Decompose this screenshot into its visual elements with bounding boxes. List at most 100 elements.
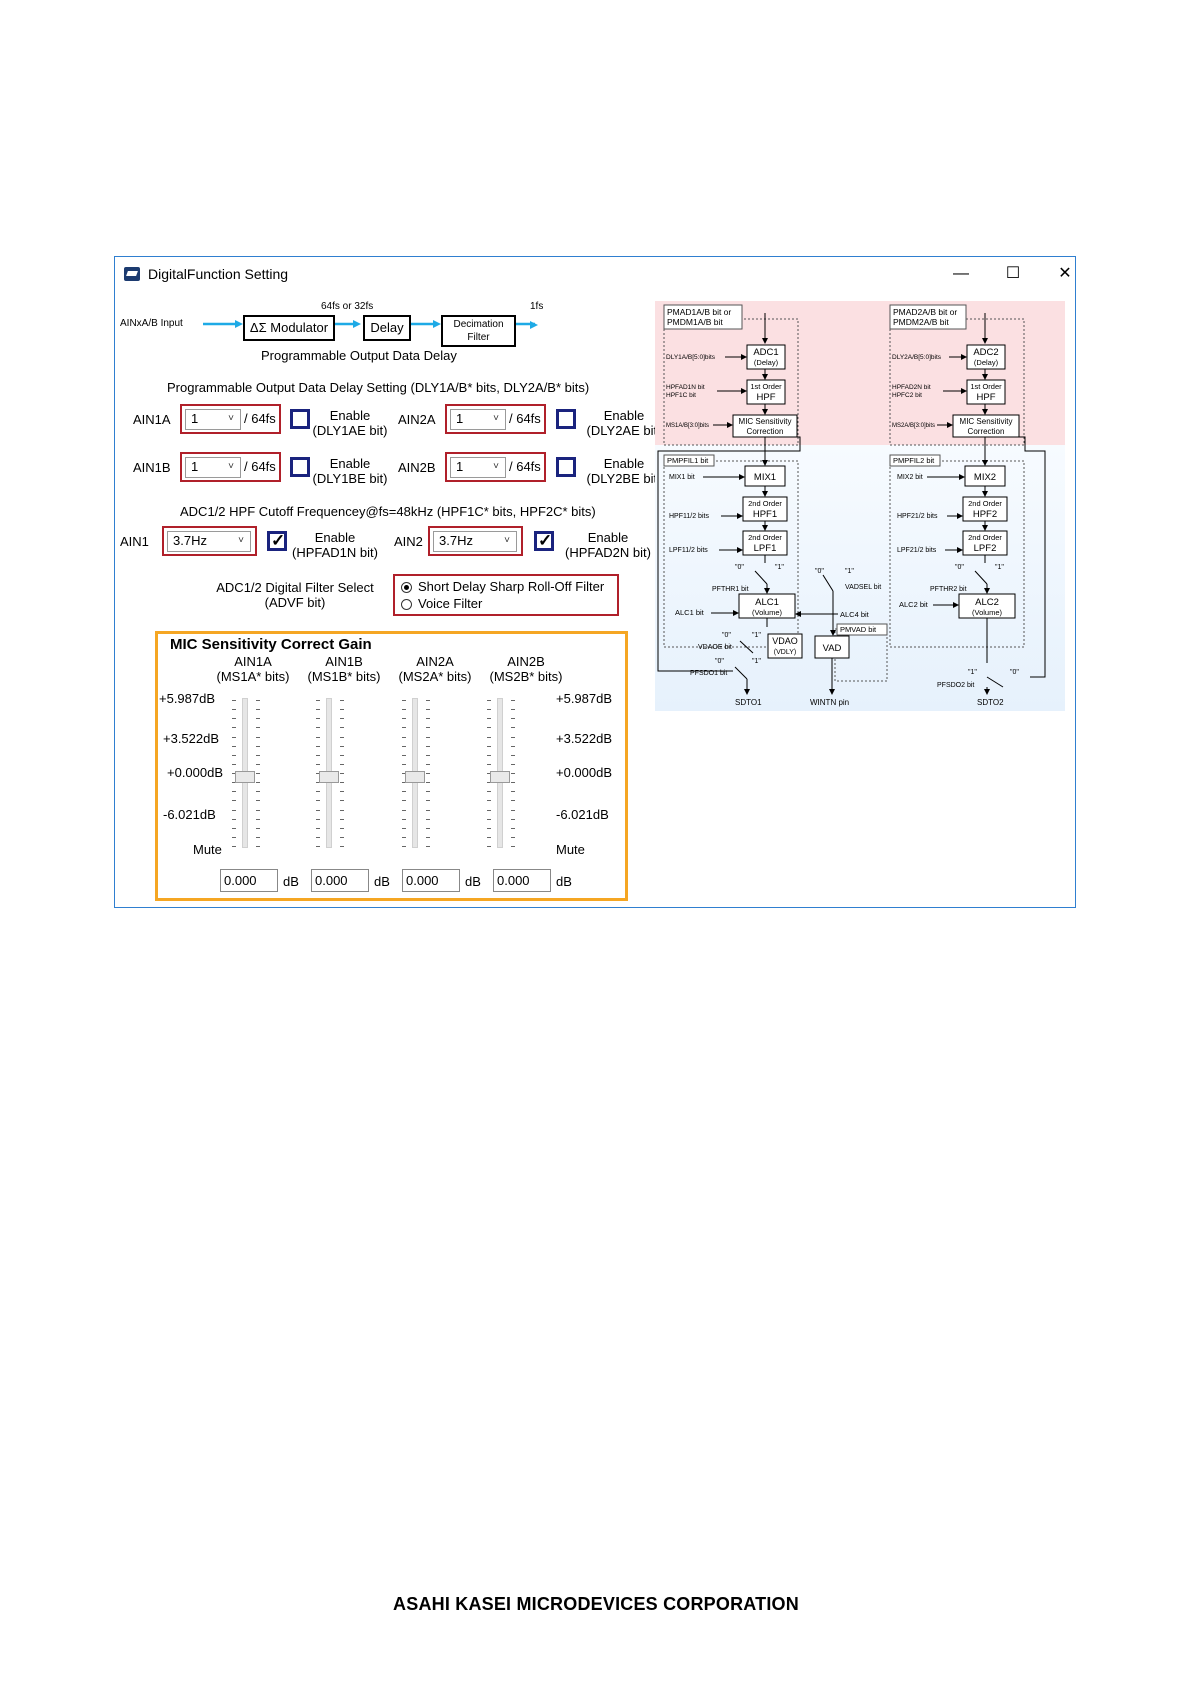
slider-tick [511, 846, 515, 847]
slider-tick [511, 764, 515, 765]
hpf-ain2-select[interactable]: 3.7Hz˅ [433, 531, 517, 552]
slider-tick [511, 828, 515, 829]
left-vdao-switch-1: "1" [752, 632, 761, 639]
gain-slider-thumb[interactable] [405, 771, 425, 783]
slider-tick [340, 727, 344, 728]
left-chain: PMAD1A/B bit or PMDM1A/B bit DLY1A/B[5:0… [657, 304, 803, 707]
ain1a-delay-select[interactable]: 1˅ [185, 409, 241, 430]
slider-tick [340, 810, 344, 811]
gain-slider-thumb[interactable] [235, 771, 255, 783]
slider-tick [426, 709, 430, 710]
slider-tick [487, 700, 491, 701]
block-diagram: PMAD1A/B bit or PMDM1A/B bit DLY1A/B[5:0… [655, 301, 1065, 711]
ch4-header: AIN2B(MS2B* bits) [483, 654, 569, 684]
radio-selected-icon [401, 582, 412, 594]
close-button[interactable]: ✕ [1058, 265, 1072, 282]
dly1be-bit-text: (DLY1BE bit) [312, 471, 388, 486]
mic-gain-title: MIC Sensitivity Correct Gain [170, 636, 372, 653]
ch2-gain-input[interactable]: 0.000 [311, 869, 369, 892]
scale-left-0000: +0.000dB [167, 765, 224, 780]
right-pm-1: PMAD2A/B bit or [893, 307, 957, 317]
ch1-gain-input[interactable]: 0.000 [220, 869, 278, 892]
hpf-ain2-label: AIN2 [394, 534, 423, 549]
left-vdao-switch-0: "0" [722, 632, 731, 639]
slider-tick [426, 718, 430, 719]
hpfad1n-checkbox[interactable] [267, 531, 287, 551]
slider-tick [402, 773, 406, 774]
dly2ae-checkbox[interactable] [556, 409, 576, 429]
ain2a-delay-unit: / 64fs [509, 411, 541, 426]
slider-tick [316, 737, 320, 738]
minimize-button[interactable]: — [953, 265, 969, 282]
dly2ae-bit-text: (DLY2AE bit) [586, 423, 662, 438]
left-hpf-2: HPF [757, 392, 776, 403]
hpfad2n-checkbox[interactable] [534, 531, 554, 551]
right-hpf-bits-2: HPFC2 bit [892, 392, 922, 399]
ch1-name: AIN1A [234, 654, 272, 669]
slider-tick [426, 737, 430, 738]
slider-tick [340, 800, 344, 801]
slider-tick [426, 700, 430, 701]
hpf-ain1-select[interactable]: 3.7Hz˅ [167, 531, 251, 552]
vadsel-label: VADSEL bit [845, 584, 881, 591]
vad-block: VAD [823, 643, 842, 654]
ch4-gain-input[interactable]: 0.000 [493, 869, 551, 892]
slider-tick [232, 718, 236, 719]
filter-select-label-line2: (ADVF bit) [264, 595, 326, 610]
slider-tick [487, 846, 491, 847]
slider-tick [487, 791, 491, 792]
scale-right-3522: +3.522dB [556, 731, 613, 746]
right-hpf2-2: HPF2 [973, 509, 997, 520]
maximize-button[interactable]: ☐ [1005, 265, 1021, 282]
dly2be-checkbox[interactable] [556, 457, 576, 477]
dly1ae-checkbox[interactable] [290, 409, 310, 429]
slider-tick [402, 700, 406, 701]
modulator-block: ΔΣ Modulator [243, 315, 335, 341]
slider-tick [256, 700, 260, 701]
slider-tick [316, 791, 320, 792]
left-lpf-1: 2nd Order [748, 533, 782, 542]
slider-tick [511, 837, 515, 838]
slider-tick [316, 846, 320, 847]
slider-tick [402, 837, 406, 838]
hpf-heading: ADC1/2 HPF Cutoff Frequencey@fs=48kHz (H… [180, 504, 596, 519]
right-alc-2: (Volume) [972, 608, 1003, 617]
ain2a-delay-select[interactable]: 1˅ [450, 409, 506, 430]
slider-tick [487, 746, 491, 747]
slider-tick [487, 737, 491, 738]
dly1be-checkbox[interactable] [290, 457, 310, 477]
filter-option-short-delay[interactable]: Short Delay Sharp Roll-Off Filter [401, 579, 604, 594]
slider-tick [232, 782, 236, 783]
dly1ae-enable-text: Enable [329, 408, 371, 423]
signal-chain-arrows [203, 320, 535, 328]
chain-caption: Programmable Output Data Delay [261, 348, 457, 363]
filter-option-voice[interactable]: Voice Filter [401, 596, 482, 611]
gain-slider-thumb[interactable] [490, 771, 510, 783]
ain1b-delay-select[interactable]: 1˅ [185, 457, 241, 478]
left-hpf2-2: HPF1 [753, 509, 777, 520]
slider-tick [402, 746, 406, 747]
slider-tick [316, 746, 320, 747]
slider-tick [232, 800, 236, 801]
slider-tick [340, 773, 344, 774]
slider-tick [232, 700, 236, 701]
dly2be-enable-text: Enable [603, 456, 645, 471]
alc4-label: ALC4 bit [840, 610, 870, 619]
ain2b-delay-select[interactable]: 1˅ [450, 457, 506, 478]
slider-tick [426, 837, 430, 838]
scale-left-6021: -6.021dB [163, 807, 216, 822]
right-pfsdo: PFSDO2 bit [937, 682, 974, 689]
slider-tick [402, 718, 406, 719]
slider-tick [256, 718, 260, 719]
ain1b-delay-unit: / 64fs [244, 459, 276, 474]
gain-slider-thumb[interactable] [319, 771, 339, 783]
ch2-bits: (MS1B* bits) [307, 669, 381, 684]
scale-left-mute: Mute [193, 842, 222, 857]
slider-tick [426, 764, 430, 765]
slider-tick [340, 709, 344, 710]
slider-tick [426, 782, 430, 783]
slider-tick [511, 800, 515, 801]
ain1a-label: AIN1A [133, 412, 171, 427]
ch3-gain-input[interactable]: 0.000 [402, 869, 460, 892]
slider-tick [402, 727, 406, 728]
